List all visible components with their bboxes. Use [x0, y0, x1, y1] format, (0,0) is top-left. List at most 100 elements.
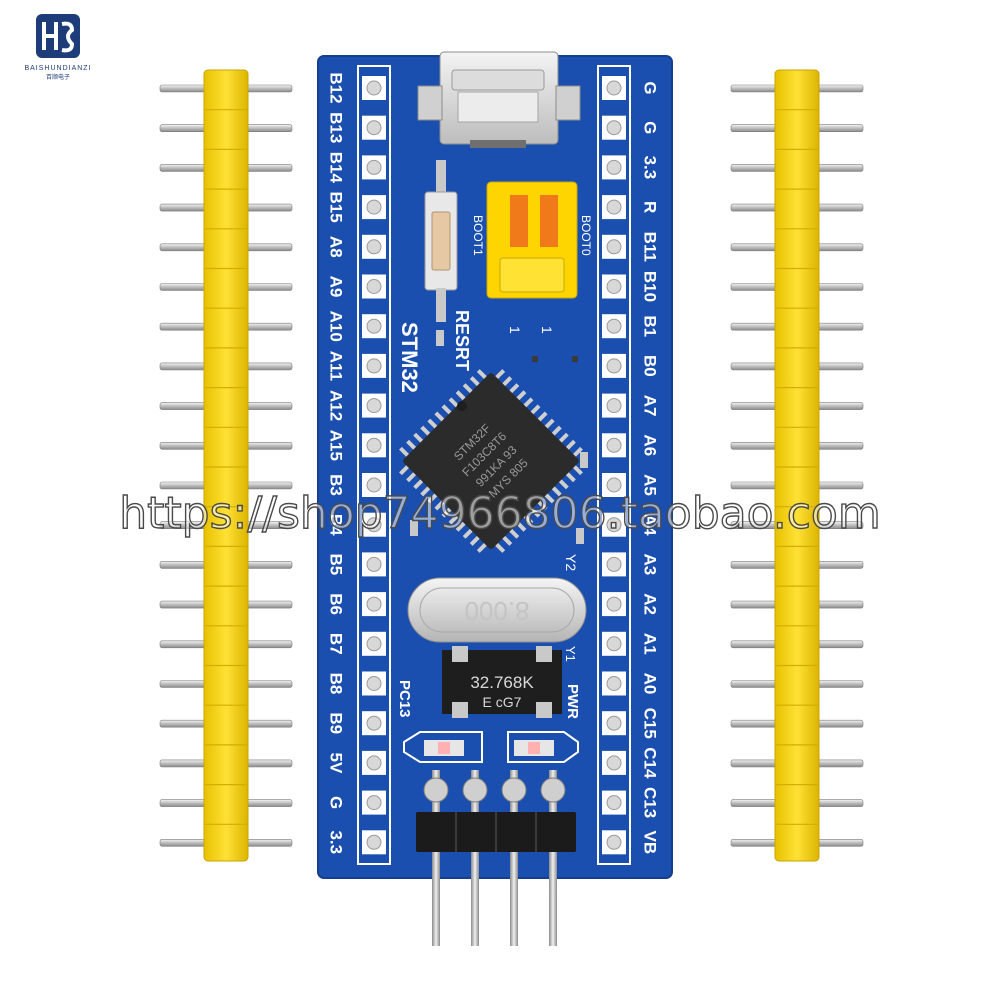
pad-hole [606, 318, 622, 334]
swd-pin-bend [462, 777, 488, 803]
pin-label: B11 [641, 232, 660, 262]
pad-hole [366, 596, 382, 612]
y1-label: Y1 [563, 646, 578, 662]
pad-hole [606, 834, 622, 850]
pad-hole [366, 159, 382, 175]
pad-hole [606, 239, 622, 255]
right-pin-labels: GG3.3RB11B10B1B0A7A6A5A4A3A2A1A0C15C14C1… [641, 81, 660, 854]
pin-label: G [327, 796, 346, 809]
pad-hole [606, 596, 622, 612]
pad-hole [366, 318, 382, 334]
pad-hole [366, 636, 382, 652]
pin-label: B4 [327, 514, 346, 536]
pin-label: A5 [641, 474, 660, 496]
brand-logo-text: BAISHUNDIANZI [24, 65, 91, 72]
pad-hole [606, 358, 622, 374]
pad-hole [366, 834, 382, 850]
pad-hole [606, 159, 622, 175]
pad-hole [606, 120, 622, 136]
pad-hole [366, 556, 382, 572]
reset-label: RESRT [452, 310, 472, 371]
pin-label: B7 [327, 633, 346, 655]
left-pin-labels: B12B13B14B15A8A9A10A11A12A15B3B4B5B6B7B8… [327, 72, 346, 854]
smd-components [410, 330, 588, 544]
pad-hole [366, 477, 382, 493]
pin-label: A10 [327, 311, 346, 342]
pin-label: C13 [641, 787, 660, 818]
mcu-pin [564, 439, 576, 452]
boot1-label: BOOT1 [471, 215, 485, 256]
pin-label: A15 [327, 430, 346, 461]
rtc-crystal-line1: 32.768K [470, 673, 534, 692]
pad-hole [366, 517, 382, 533]
pin-label: B14 [327, 152, 346, 184]
led-pwr [507, 731, 579, 763]
pin-label: B1 [641, 315, 660, 337]
boot0-label: BOOT0 [579, 215, 593, 256]
pad-hole [366, 795, 382, 811]
pin-label: 3.3 [641, 156, 660, 180]
pad-hole [606, 715, 622, 731]
swd-pin-lower [471, 852, 479, 946]
pad-hole [606, 199, 622, 215]
pad-hole [366, 755, 382, 771]
pad-hole [366, 398, 382, 414]
pad-hole [606, 755, 622, 771]
brand-logo-cn: 百顺电子 [46, 73, 70, 81]
pin-label: B6 [327, 593, 346, 615]
pin-label: A7 [641, 395, 660, 417]
rtc-crystal-line2: E cG7 [483, 694, 522, 710]
pad-hole [366, 120, 382, 136]
jumper-mark-2: 1 [539, 326, 555, 334]
swd-pin-bend [501, 777, 527, 803]
pin-label: A4 [641, 514, 660, 536]
jumper-mark-1: 1 [507, 326, 523, 334]
watermark-url: https://shop74966806.taobao.com [119, 488, 880, 539]
pc13-label: PC13 [396, 680, 413, 718]
header-plastic [203, 69, 249, 862]
pad-hole [606, 437, 622, 453]
reset-button [424, 160, 458, 322]
pin-label: A1 [641, 633, 660, 655]
pin-label: B9 [327, 712, 346, 734]
pin-label: G [641, 121, 660, 134]
rtc-crystal [442, 646, 562, 718]
pin-label: B15 [327, 192, 346, 223]
pin-label: 3.3 [327, 830, 346, 854]
pin-label: B5 [327, 554, 346, 576]
pad-hole [606, 556, 622, 572]
pin-label: A9 [327, 276, 346, 298]
y2-label: Y2 [563, 554, 579, 571]
pad-hole [606, 676, 622, 691]
pad-hole [366, 437, 382, 453]
pad-hole [606, 80, 622, 96]
pin-label: B8 [327, 673, 346, 695]
swd-pin-lower [432, 852, 440, 946]
pad-outline [357, 65, 391, 865]
left-pin-header [159, 69, 293, 862]
pin-label: VB [641, 830, 660, 854]
pad-hole [606, 636, 622, 652]
swd-pin-lower [510, 852, 518, 946]
pin-label: A6 [641, 434, 660, 456]
right-pad-column [597, 65, 631, 865]
pwr-label: PWR [564, 684, 581, 719]
header-plastic [774, 69, 820, 862]
pin-label: A8 [327, 236, 346, 258]
pin-label: R [641, 201, 660, 213]
swd-pin-lower [549, 852, 557, 946]
swd-pin-bend [423, 777, 449, 803]
pin-label: A2 [641, 593, 660, 615]
pad-hole [606, 795, 622, 811]
pad-hole [366, 715, 382, 731]
pin-label: A3 [641, 554, 660, 576]
pad-hole [366, 358, 382, 374]
pad-hole [366, 676, 382, 691]
right-pin-header [730, 69, 864, 862]
left-pad-column [357, 65, 391, 865]
pad-hole [606, 398, 622, 414]
pin-label: B0 [641, 355, 660, 377]
pad-hole [366, 239, 382, 255]
